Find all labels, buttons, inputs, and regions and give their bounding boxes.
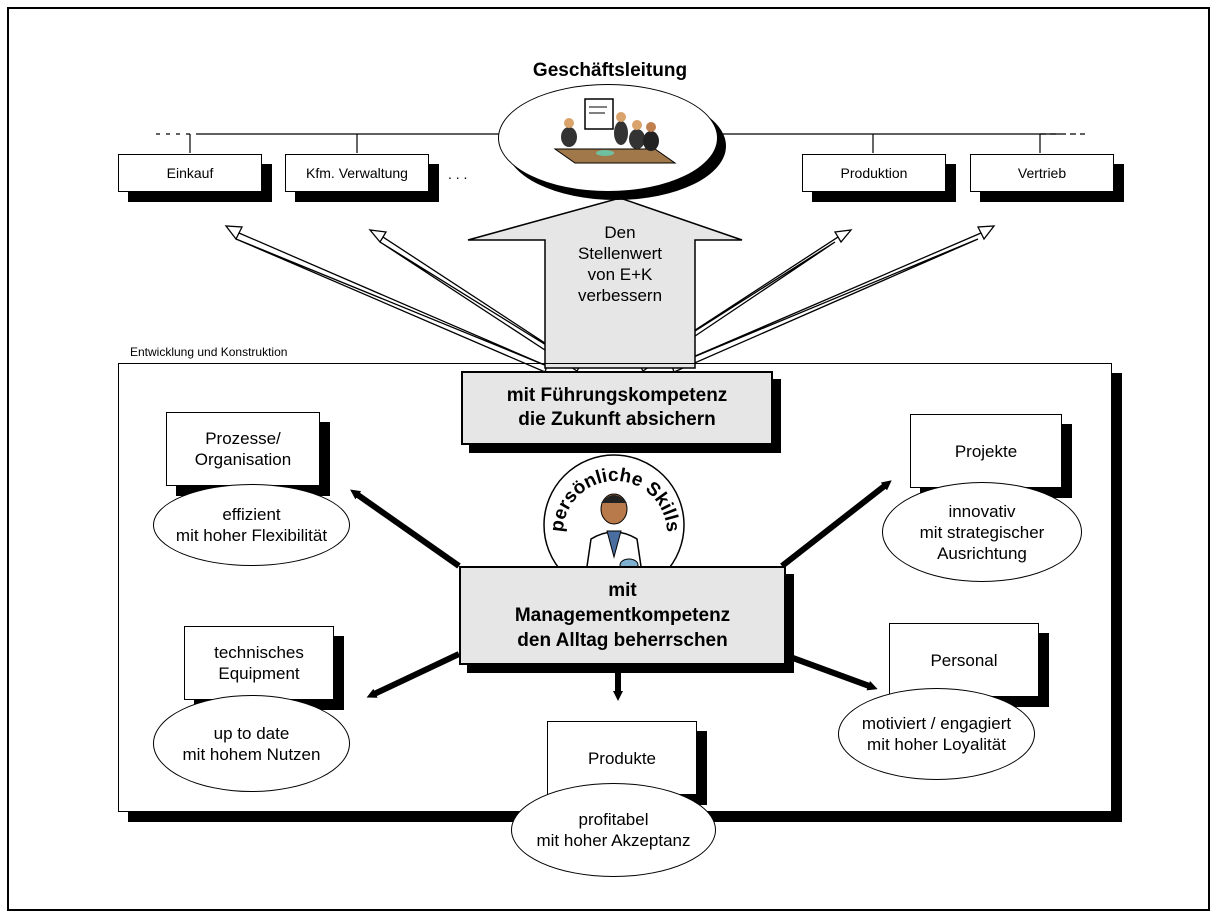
arrow-to-prozesse [350,489,461,569]
management-ellipse [498,84,718,192]
hollow-arrow-verwaltung [368,229,581,372]
leadership-box: mit Führungskompetenz die Zukunft absich… [461,371,773,445]
area-prozesse-goal: effizient mit hoher Flexibilität [153,484,350,566]
arrow-to-personal [780,651,878,691]
arrow-to-equipment [366,651,461,698]
area-personal-goal: motiviert / engagiert mit hoher Loyalitä… [838,688,1035,780]
skills-seal: persönliche Skills [539,447,689,597]
dept-produktion: Produktion [802,154,946,192]
big-arrow-text: Den Stellenwert von E+K verbessern [577,223,663,305]
hollow-arrow-vertrieb [671,225,996,373]
skills-seal-graphic: persönliche Skills [543,454,685,596]
area-produkte-goal: profitabel mit hoher Akzeptanz [511,783,716,877]
dept-einkauf: Einkauf [118,154,262,192]
meeting-icon [553,98,677,164]
area-prozesse-label: Prozesse/ Organisation [166,412,320,486]
outer-frame [7,7,1210,911]
area-equipment-label: technisches Equipment [184,626,334,700]
area-projekte-goal: innovativ mit strategischer Ausrichtung [882,482,1082,582]
area-equipment-goal: up to date mit hohem Nutzen [153,695,350,792]
area-projekte-label: Projekte [910,414,1062,488]
area-personal-label: Personal [889,623,1039,697]
management-box: mit Managementkompetenz den Alltag beher… [459,566,786,665]
dept-ellipsis: . . . [448,166,468,182]
arrow-to-projekte [780,480,892,569]
big-arrow-shape [467,197,743,369]
section-label: Entwicklung und Konstruktion [130,345,288,359]
dept-verwaltung: Kfm. Verwaltung [285,154,429,192]
page-title: Geschäftsleitung [532,60,688,81]
hollow-arrow-einkauf [224,225,548,373]
dept-vertrieb: Vertrieb [970,154,1114,192]
